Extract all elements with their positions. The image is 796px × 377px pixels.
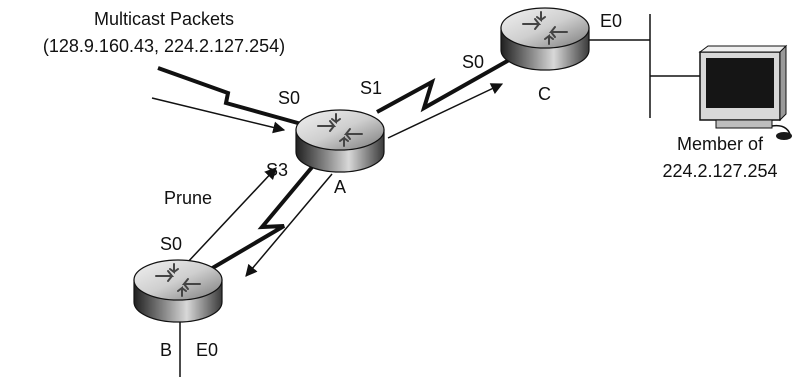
router-arrows-icon — [155, 263, 201, 297]
router-c-e0: E0 — [600, 11, 622, 31]
router-b-name: B — [160, 340, 172, 360]
router-b-s0: S0 — [160, 234, 182, 254]
router-a-name: A — [334, 177, 346, 197]
router-a-s0: S0 — [278, 88, 300, 108]
link-a-b — [202, 158, 320, 275]
router-a-s1: S1 — [360, 78, 382, 98]
forward-to-b-arrow — [245, 173, 333, 277]
member-line1: Member of — [677, 134, 764, 154]
prune-arrow — [185, 167, 277, 265]
router-arrows-icon — [317, 113, 363, 147]
prune-label: Prune — [164, 188, 212, 208]
source-link — [157, 66, 306, 127]
incoming-traffic-arrow — [151, 97, 286, 134]
source-group: (128.9.160.43, 224.2.127.254) — [43, 36, 285, 56]
router-b-e0: E0 — [196, 340, 218, 360]
link-a-c — [376, 53, 519, 114]
router-a-s3: S3 — [266, 160, 288, 180]
source-title: Multicast Packets — [94, 9, 234, 29]
router-a — [295, 109, 385, 173]
member-line2: 224.2.127.254 — [662, 161, 777, 181]
router-c — [500, 7, 590, 71]
router-c-s0: S0 — [462, 52, 484, 72]
router-arrows-icon — [522, 11, 568, 45]
router-c-name: C — [538, 84, 551, 104]
forward-to-c-arrow — [387, 83, 504, 139]
workstation-icon — [698, 44, 792, 140]
router-b — [133, 259, 223, 323]
